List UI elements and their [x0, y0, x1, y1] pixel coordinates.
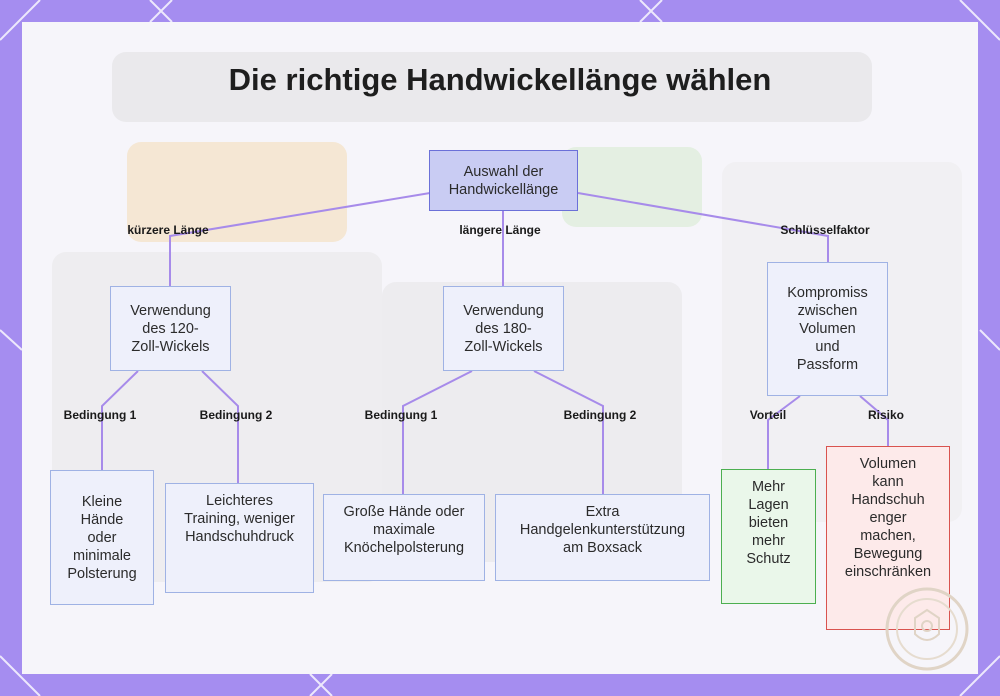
edge-label-longer: längere Länge — [459, 223, 540, 237]
node-root: Auswahl der Handwickellänge — [429, 150, 578, 211]
node-more-layers: Mehr Lagen bieten mehr Schutz — [721, 469, 816, 604]
edge-label-cond2-long: Bedingung 2 — [564, 408, 637, 422]
node-180-wrap: Verwendung des 180- Zoll-Wickels — [443, 286, 564, 371]
edge-comp-adv — [768, 396, 800, 469]
node-wrist-support: Extra Handgelenkunterstützung am Boxsack — [495, 494, 710, 581]
edge-label-key-factor: Schlüsselfaktor — [780, 223, 869, 237]
edge-long-big — [403, 371, 472, 494]
edge-label-cond1-long: Bedingung 1 — [365, 408, 438, 422]
node-compromise: Kompromiss zwischen Volumen und Passform — [767, 262, 888, 396]
edge-root-short — [170, 193, 430, 286]
edge-label-cond1-short: Bedingung 1 — [64, 408, 137, 422]
edge-label-cond2-short: Bedingung 2 — [200, 408, 273, 422]
edge-short-light — [202, 371, 238, 483]
node-big-hands: Große Hände oder maximale Knöchelpolster… — [323, 494, 485, 581]
edge-long-wrist — [534, 371, 603, 494]
edge-label-advantage: Vorteil — [750, 408, 786, 422]
watermark-seal-icon — [882, 584, 972, 674]
edge-label-shorter: kürzere Länge — [127, 223, 208, 237]
node-120-wrap: Verwendung des 120- Zoll-Wickels — [110, 286, 231, 371]
edge-label-risk: Risiko — [868, 408, 904, 422]
node-light-training: Leichteres Training, weniger Handschuhdr… — [165, 483, 314, 593]
node-small-hands: Kleine Hände oder minimale Polsterung — [50, 470, 154, 605]
